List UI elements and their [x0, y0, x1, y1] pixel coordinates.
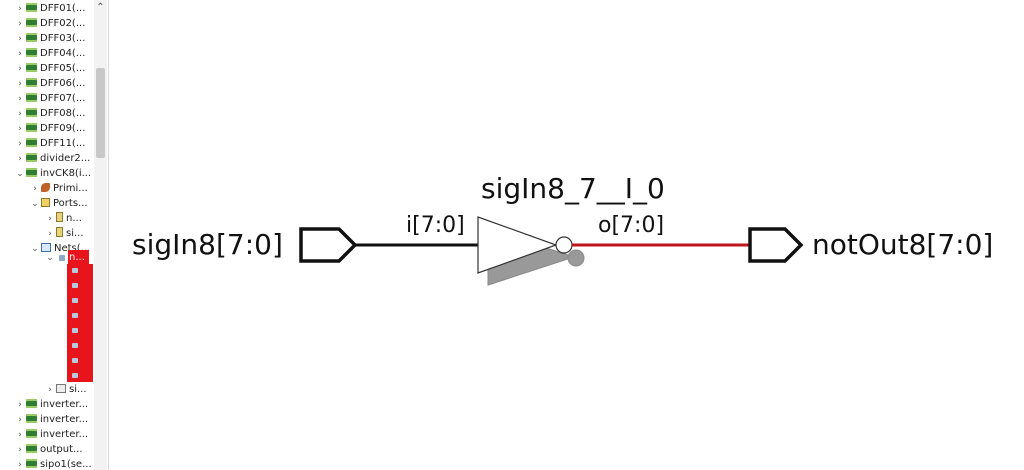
chevron-right-icon[interactable]: ›	[18, 49, 22, 59]
net-bit-icon[interactable]	[72, 373, 78, 378]
chevron-right-icon[interactable]: ›	[18, 4, 22, 14]
port-icon	[56, 227, 63, 237]
net-bit-icon[interactable]	[72, 328, 78, 333]
chevron-right-icon[interactable]: ›	[18, 415, 22, 425]
net-bit-icon[interactable]	[72, 268, 78, 273]
tree-item-primitives[interactable]: ›Primi...	[30, 181, 88, 196]
tree-item-dff06[interactable]: ›DFF06(...	[15, 76, 85, 91]
output-pin-label: o[7:0]	[598, 213, 665, 238]
chip-icon	[26, 108, 37, 117]
chip-icon	[26, 414, 37, 423]
tree-item-net-n-selected[interactable]: ⌄n...	[45, 250, 93, 265]
primitives-icon	[41, 183, 50, 192]
nets-icon	[41, 243, 51, 252]
instance-name-label[interactable]: sigIn8_7__I_0	[481, 172, 665, 205]
tree-item-inverter-3[interactable]: ›inverter...	[15, 427, 88, 442]
chip-icon	[26, 444, 37, 453]
output-port-symbol[interactable]	[748, 227, 804, 263]
chevron-right-icon[interactable]: ›	[18, 400, 22, 410]
chip-icon	[26, 399, 37, 408]
chevron-right-icon[interactable]: ›	[48, 229, 52, 239]
chip-icon	[26, 429, 37, 438]
chip-icon	[26, 93, 37, 102]
chevron-right-icon[interactable]: ›	[18, 64, 22, 74]
inverter-bubble-shadow	[567, 249, 585, 267]
chevron-right-icon[interactable]: ›	[18, 34, 22, 44]
tree-item-dff04[interactable]: ›DFF04(...	[15, 46, 85, 61]
tree-item-dff08[interactable]: ›DFF08(...	[15, 106, 85, 121]
chevron-right-icon[interactable]: ›	[18, 109, 22, 119]
chip-icon	[26, 63, 37, 72]
hierarchy-tree-panel: ›DFF01(... ›DFF02(... ›DFF03(... ›DFF04(…	[0, 0, 109, 470]
chevron-right-icon[interactable]: ›	[33, 184, 37, 194]
chip-icon	[26, 33, 37, 42]
inverter-symbol[interactable]	[477, 216, 558, 274]
ports-icon	[41, 198, 50, 207]
net-bit-icon[interactable]	[72, 283, 78, 288]
scroll-thumb[interactable]	[96, 68, 105, 158]
schematic-canvas[interactable]: sigIn8_7__I_0 sigIn8[7:0] notOut8[7:0] i…	[108, 0, 1024, 470]
tree-scrollbar[interactable]: ⌃	[94, 0, 107, 470]
tree-item-inverter-1[interactable]: ›inverter...	[15, 397, 88, 412]
chip-icon	[26, 123, 37, 132]
block-icon	[56, 384, 66, 393]
tree-item-dff02[interactable]: ›DFF02(...	[15, 16, 85, 31]
chevron-right-icon[interactable]: ›	[48, 214, 52, 224]
tree-item-inverter-2[interactable]: ›inverter...	[15, 412, 88, 427]
chevron-right-icon[interactable]: ›	[18, 430, 22, 440]
chip-icon	[26, 48, 37, 57]
input-pin-label: i[7:0]	[406, 213, 465, 238]
chevron-right-icon[interactable]: ›	[18, 19, 22, 29]
scroll-up-icon[interactable]: ⌃	[96, 2, 105, 13]
tree-item-ports[interactable]: ⌄Ports...	[30, 196, 88, 211]
tree-item-port-si[interactable]: ›si...	[45, 226, 84, 241]
chip-icon	[26, 18, 37, 27]
tree-item-dff09[interactable]: ›DFF09(...	[15, 121, 85, 136]
chevron-right-icon[interactable]: ›	[18, 79, 22, 89]
tree-item-dff07[interactable]: ›DFF07(...	[15, 91, 85, 106]
chevron-down-icon[interactable]: ⌄	[31, 199, 39, 209]
tree-item-output[interactable]: ›output...	[15, 442, 83, 457]
net-bit-icon[interactable]	[72, 358, 78, 363]
net-bit-icon[interactable]	[72, 313, 78, 318]
schematic-drawing	[299, 216, 804, 286]
chip-icon	[26, 138, 37, 147]
tree-item-sipo1[interactable]: ›sipo1(se...	[15, 457, 92, 470]
port-icon	[56, 212, 63, 222]
tree-item-port-n[interactable]: ›n...	[45, 211, 82, 226]
chevron-down-icon[interactable]: ⌄	[46, 253, 54, 263]
net-bit-icon[interactable]	[72, 343, 78, 348]
output-port-label[interactable]: notOut8[7:0]	[812, 228, 994, 261]
tree-item-invck8[interactable]: ⌄invCK8(i...	[15, 166, 91, 181]
chevron-down-icon[interactable]: ⌄	[16, 169, 24, 179]
tree-item-dff05[interactable]: ›DFF05(...	[15, 61, 85, 76]
chevron-right-icon[interactable]: ›	[18, 445, 22, 455]
chevron-right-icon[interactable]: ›	[18, 94, 22, 104]
chevron-right-icon[interactable]: ›	[18, 154, 22, 164]
tree-item-dff03[interactable]: ›DFF03(...	[15, 31, 85, 46]
chip-icon	[26, 3, 37, 12]
chevron-down-icon[interactable]: ⌄	[31, 244, 39, 254]
chip-icon	[26, 168, 37, 177]
chevron-right-icon[interactable]: ›	[48, 385, 52, 395]
chevron-right-icon[interactable]: ›	[18, 124, 22, 134]
selected-net-children[interactable]	[67, 264, 93, 382]
tree-item-nets[interactable]: ⌄Nets(...	[30, 241, 90, 256]
net-icon	[59, 255, 65, 261]
chip-icon	[26, 78, 37, 87]
tree-item-dff11[interactable]: ›DFF11(...	[15, 136, 85, 151]
input-port-symbol[interactable]	[299, 227, 358, 263]
tree-item-si-block[interactable]: ›si...	[45, 382, 87, 397]
chip-icon	[26, 153, 37, 162]
tree-item-dff01[interactable]: ›DFF01(...	[15, 1, 85, 16]
inverter-bubble	[555, 236, 573, 254]
chevron-right-icon[interactable]: ›	[18, 460, 22, 470]
tree-item-divider2[interactable]: ›divider2...	[15, 151, 90, 166]
input-port-label[interactable]: sigIn8[7:0]	[132, 228, 283, 261]
chip-icon	[26, 459, 37, 468]
chevron-right-icon[interactable]: ›	[18, 139, 22, 149]
net-bit-icon[interactable]	[72, 298, 78, 303]
